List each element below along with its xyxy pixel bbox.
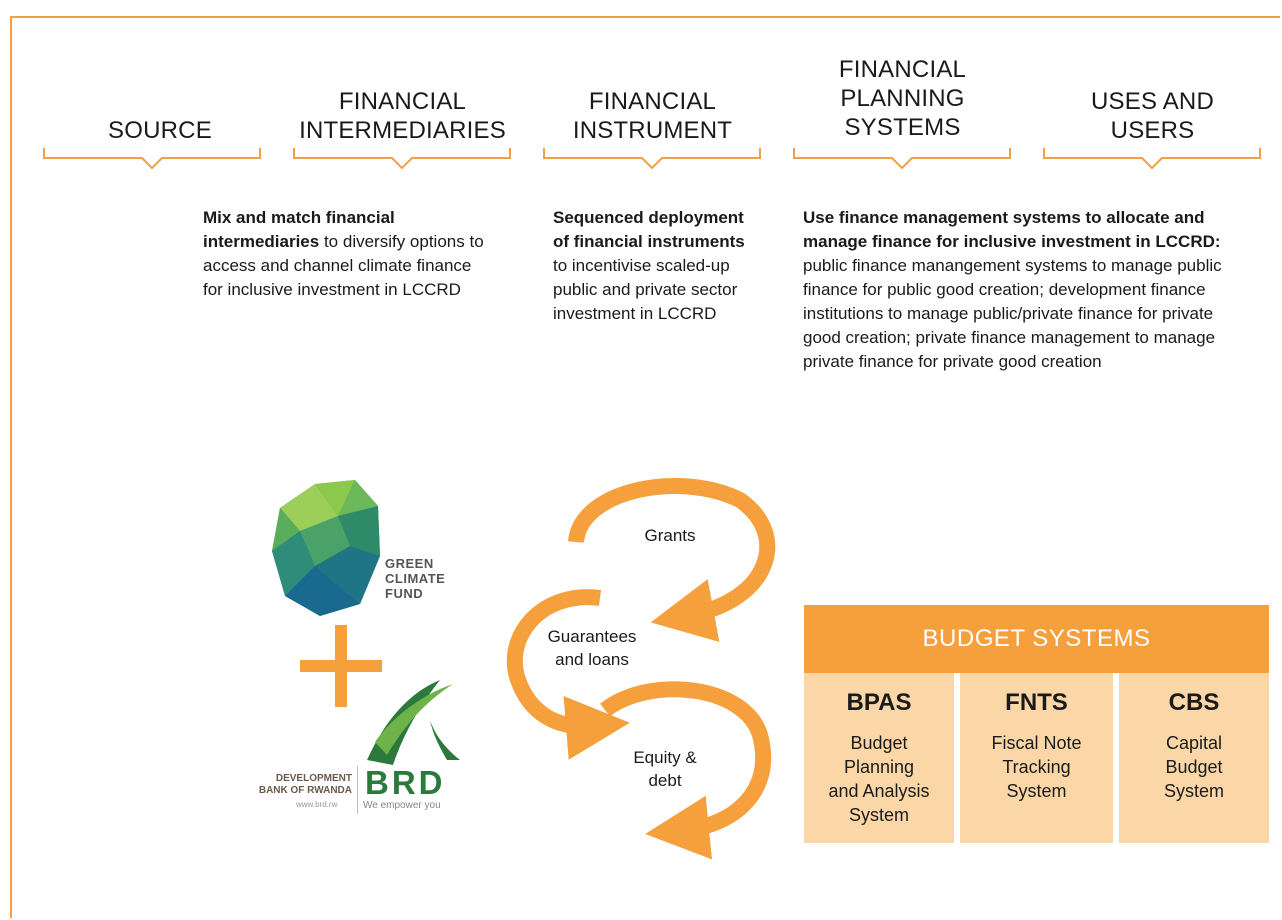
description-bold: Mix and match financial intermediaries: [203, 208, 395, 251]
arrow-equity: [600, 681, 772, 860]
system-name-line: Fiscal Note: [991, 733, 1082, 753]
column-header-intermediaries: FINANCIAL INTERMEDIARIES: [285, 87, 520, 145]
label-line: debt: [648, 771, 682, 790]
gcf-text-line: CLIMATE: [385, 571, 446, 586]
system-abbreviation: FNTS: [1005, 689, 1068, 716]
description-bold: Sequenced deployment of financial instru…: [553, 208, 745, 251]
budget-divider: [954, 673, 960, 843]
description-text: to diversify options to access and chann…: [203, 232, 484, 299]
brace-intermediaries: [292, 146, 512, 172]
budget-system-fnts: FNTS Fiscal Note Tracking System: [960, 673, 1113, 843]
label-equity: Equity & debt: [610, 746, 720, 792]
brd-logo: [215, 680, 475, 820]
brace-planning: [792, 146, 1012, 172]
column-header-line: INTERMEDIARIES: [299, 117, 506, 144]
label-grants: Grants: [644, 526, 696, 545]
budget-system-cbs: CBS Capital Budget System: [1119, 673, 1269, 843]
column-header-line: USERS: [1110, 117, 1195, 144]
label-line: Guarantees: [547, 627, 637, 646]
label-guarantees: Guarantees and loans: [522, 625, 662, 671]
system-name-line: System: [1006, 781, 1067, 801]
description-bold: Use finance management systems to alloca…: [803, 208, 1221, 251]
column-header-source: SOURCE: [60, 116, 260, 145]
system-name-line: Planning: [843, 757, 915, 777]
column-header-line: FINANCIAL: [588, 88, 717, 115]
brd-full-name: DEVELOPMENT BANK OF RWANDA: [222, 773, 352, 797]
arrow-grants: [568, 478, 776, 643]
diagram-frame: [10, 16, 1280, 918]
system-full-name: Capital Budget System: [1119, 731, 1269, 803]
description-instrument: Sequenced deployment of financial instru…: [553, 206, 753, 326]
column-header-line: FINANCIAL: [338, 88, 467, 115]
column-header-uses: USES AND USERS: [1040, 87, 1265, 145]
column-header-line: SYSTEMS: [844, 114, 961, 141]
system-name-line: Budget: [850, 733, 908, 753]
description-text: to incentivise scaled-up public and priv…: [553, 256, 738, 323]
budget-system-bpas: BPAS Budget Planning and Analysis System: [804, 673, 954, 843]
arrow-guarantees: [506, 589, 630, 760]
column-header-line: USES AND: [1091, 88, 1214, 115]
instrument-sequence-arrows: [480, 470, 800, 870]
gcf-text-line: GREEN: [385, 556, 434, 571]
system-name-line: Budget: [1165, 757, 1223, 777]
brd-website: www.brd.rw: [296, 800, 338, 809]
budget-systems-panel: BUDGET SYSTEMS BPAS Budget Planning and …: [804, 605, 1269, 843]
system-abbreviation: BPAS: [846, 689, 912, 716]
system-name-line: Capital: [1165, 733, 1223, 753]
column-header-line: SOURCE: [108, 117, 212, 144]
system-name-line: and Analysis: [828, 781, 930, 801]
brace-source: [42, 146, 262, 172]
column-header-line: INSTRUMENT: [572, 117, 733, 144]
system-full-name: Fiscal Note Tracking System: [960, 731, 1113, 803]
brd-name-line: DEVELOPMENT: [275, 773, 352, 784]
column-header-instrument: FINANCIAL INSTRUMENT: [540, 87, 765, 145]
plus-icon: [300, 625, 382, 707]
budget-systems-title: BUDGET SYSTEMS: [804, 605, 1269, 673]
system-name-line: Tracking: [1002, 757, 1071, 777]
column-header-line: PLANNING: [840, 85, 965, 112]
brace-instrument: [542, 146, 762, 172]
green-climate-fund-logo: [260, 476, 460, 626]
brd-wordmark: BRD: [365, 764, 446, 801]
description-intermediaries: Mix and match financial intermediaries t…: [203, 206, 493, 302]
system-full-name: Budget Planning and Analysis System: [804, 731, 954, 827]
column-header-planning: FINANCIAL PLANNING SYSTEMS: [790, 55, 1015, 142]
brace-uses: [1042, 146, 1262, 172]
system-name-line: System: [1163, 781, 1224, 801]
label-line: Equity &: [633, 748, 697, 767]
brd-divider: [357, 766, 358, 814]
brd-tagline: We empower you: [363, 800, 441, 811]
brd-name-line: BANK OF RWANDA: [258, 785, 352, 796]
column-header-line: FINANCIAL: [838, 56, 967, 83]
system-name-line: System: [848, 805, 909, 825]
gcf-text-line: FUND: [385, 586, 424, 601]
green-climate-fund-wordmark: GREEN CLIMATE FUND: [385, 556, 445, 601]
budget-divider: [1113, 673, 1119, 843]
system-abbreviation: CBS: [1168, 689, 1220, 716]
description-text: public finance manangement systems to ma…: [803, 256, 1222, 371]
label-line: and loans: [555, 650, 629, 669]
description-planning: Use finance management systems to alloca…: [803, 206, 1253, 374]
